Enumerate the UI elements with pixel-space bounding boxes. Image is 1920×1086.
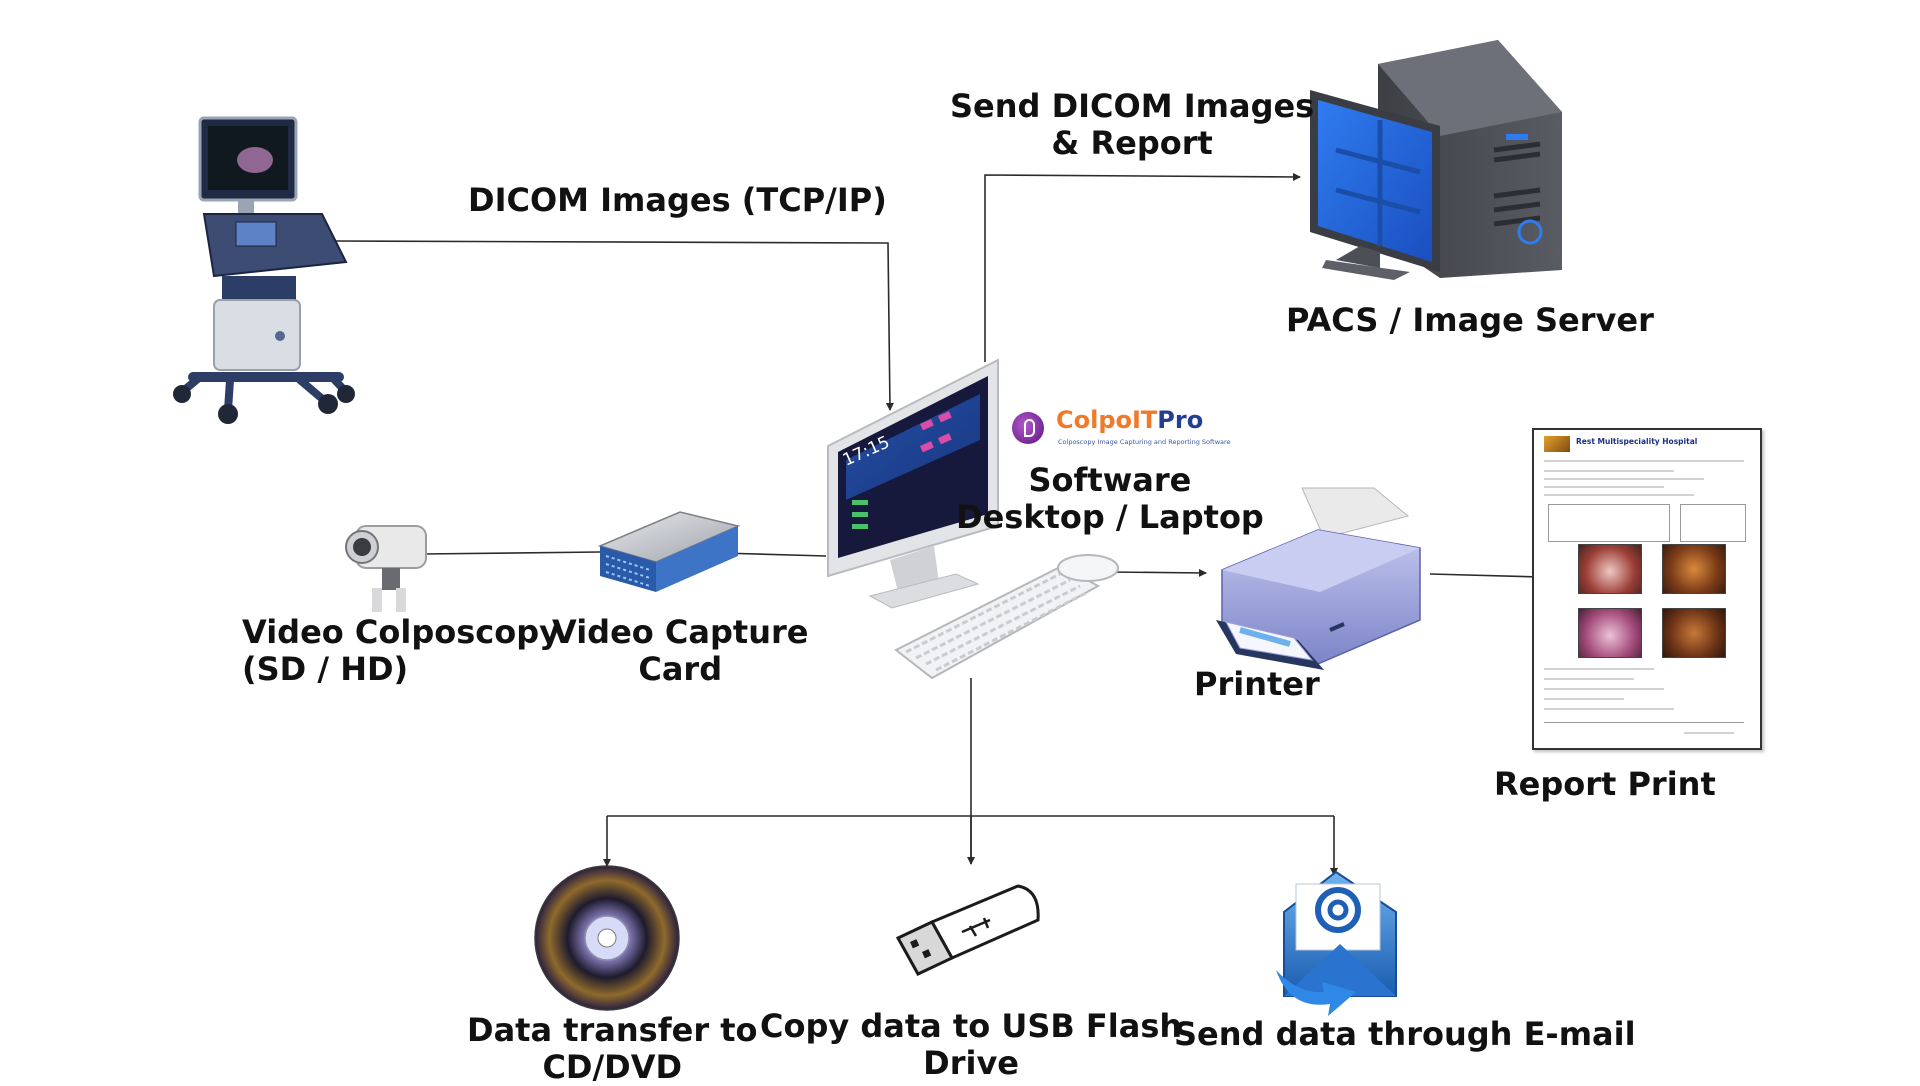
label-pacs-image-server: PACS / Image Server (1286, 301, 1654, 339)
logo-name: ColpoITPro (1056, 406, 1204, 434)
connector-printer-to-report (1429, 572, 1541, 581)
pacs-server-icon (1310, 40, 1562, 280)
report-hospital-logo (1544, 436, 1570, 452)
label-report-print: Report Print (1494, 765, 1716, 803)
label-dicom-tcp-ip: DICOM Images (TCP/IP) (468, 181, 887, 219)
keyboard-icon (894, 564, 1101, 680)
colpoitpro-logo: ColpoITPro Colposcopy Image Capturing an… (1012, 404, 1232, 454)
colposcope-camera-icon (345, 525, 427, 612)
usb-drive-icon (895, 884, 1040, 976)
label-send-dicom-report: Send DICOM Images & Report (950, 87, 1315, 162)
report-page-icon: Rest Multispeciality Hospital (1532, 428, 1762, 750)
printer-icon (1216, 487, 1421, 670)
desktop-computer-icon: 17:15 (827, 358, 999, 609)
cd-disc-icon (534, 865, 680, 1011)
report-image-4 (1662, 608, 1726, 658)
email-icon (1276, 870, 1397, 1016)
connector-mouse-to-printer (1107, 568, 1207, 577)
label-software-desktop-laptop: Software Desktop / Laptop (956, 461, 1264, 536)
report-image-2 (1662, 544, 1726, 594)
label-video-colposcopy: Video Colposcopy (SD / HD) (242, 613, 560, 688)
label-printer: Printer (1194, 665, 1320, 703)
label-data-transfer-cd-dvd: Data transfer to CD/DVD (467, 1011, 758, 1086)
capture-card-icon (597, 511, 741, 592)
report-image-3 (1578, 608, 1642, 658)
ultrasound-machine-icon (173, 116, 355, 424)
label-send-data-email: Send data through E-mail (1174, 1015, 1636, 1053)
connector-ultrasound-to-computer (335, 240, 894, 411)
connector-computer-to-pacs (984, 172, 1301, 362)
label-video-capture-card: Video Capture Card (552, 613, 809, 688)
mouse-icon (1057, 554, 1119, 582)
connector-colposcope-to-card (421, 551, 601, 555)
report-image-1 (1578, 544, 1642, 594)
logo-mark-icon (1012, 412, 1044, 444)
connectors (335, 172, 1541, 876)
logo-tagline: Colposcopy Image Capturing and Reporting… (1058, 438, 1231, 446)
label-copy-data-usb: Copy data to USB Flash Drive (760, 1007, 1183, 1082)
report-hospital-name: Rest Multispeciality Hospital (1576, 437, 1698, 446)
